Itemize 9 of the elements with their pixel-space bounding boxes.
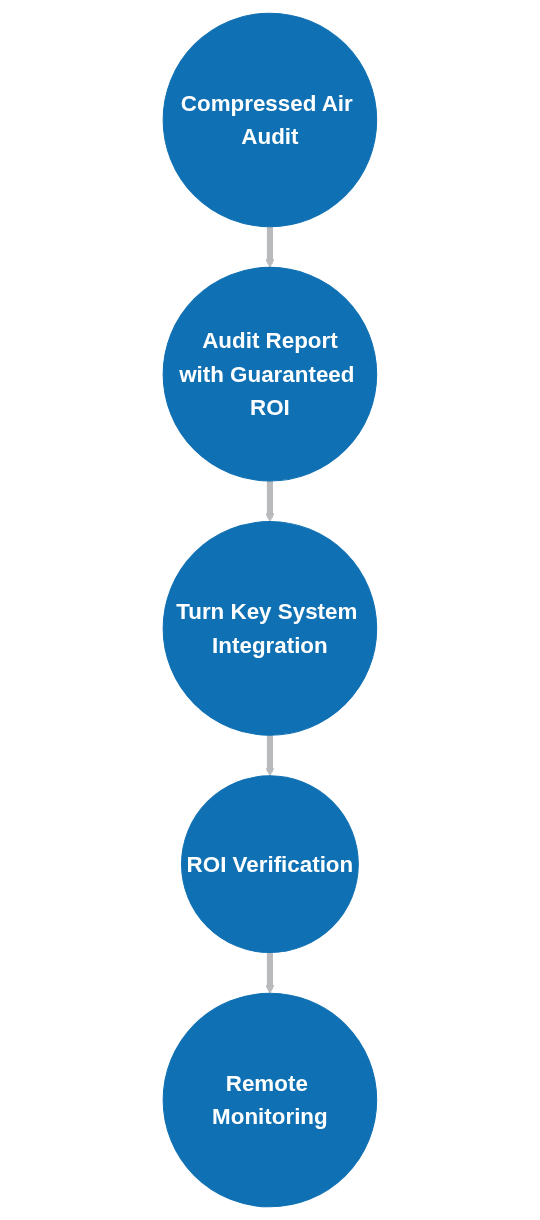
- node-circle: Audit Report with Guaranteed ROI: [162, 266, 378, 482]
- node-circle: Turn Key System Integration: [162, 521, 378, 736]
- node-circle: Compressed Air Audit: [162, 12, 378, 228]
- node-circle: Remote Monitoring: [162, 992, 378, 1208]
- node-circle: ROI Verification: [181, 775, 359, 954]
- arrow: [265, 952, 275, 994]
- arrow: [265, 480, 275, 522]
- arrow: [265, 735, 275, 777]
- arrow: [265, 226, 275, 268]
